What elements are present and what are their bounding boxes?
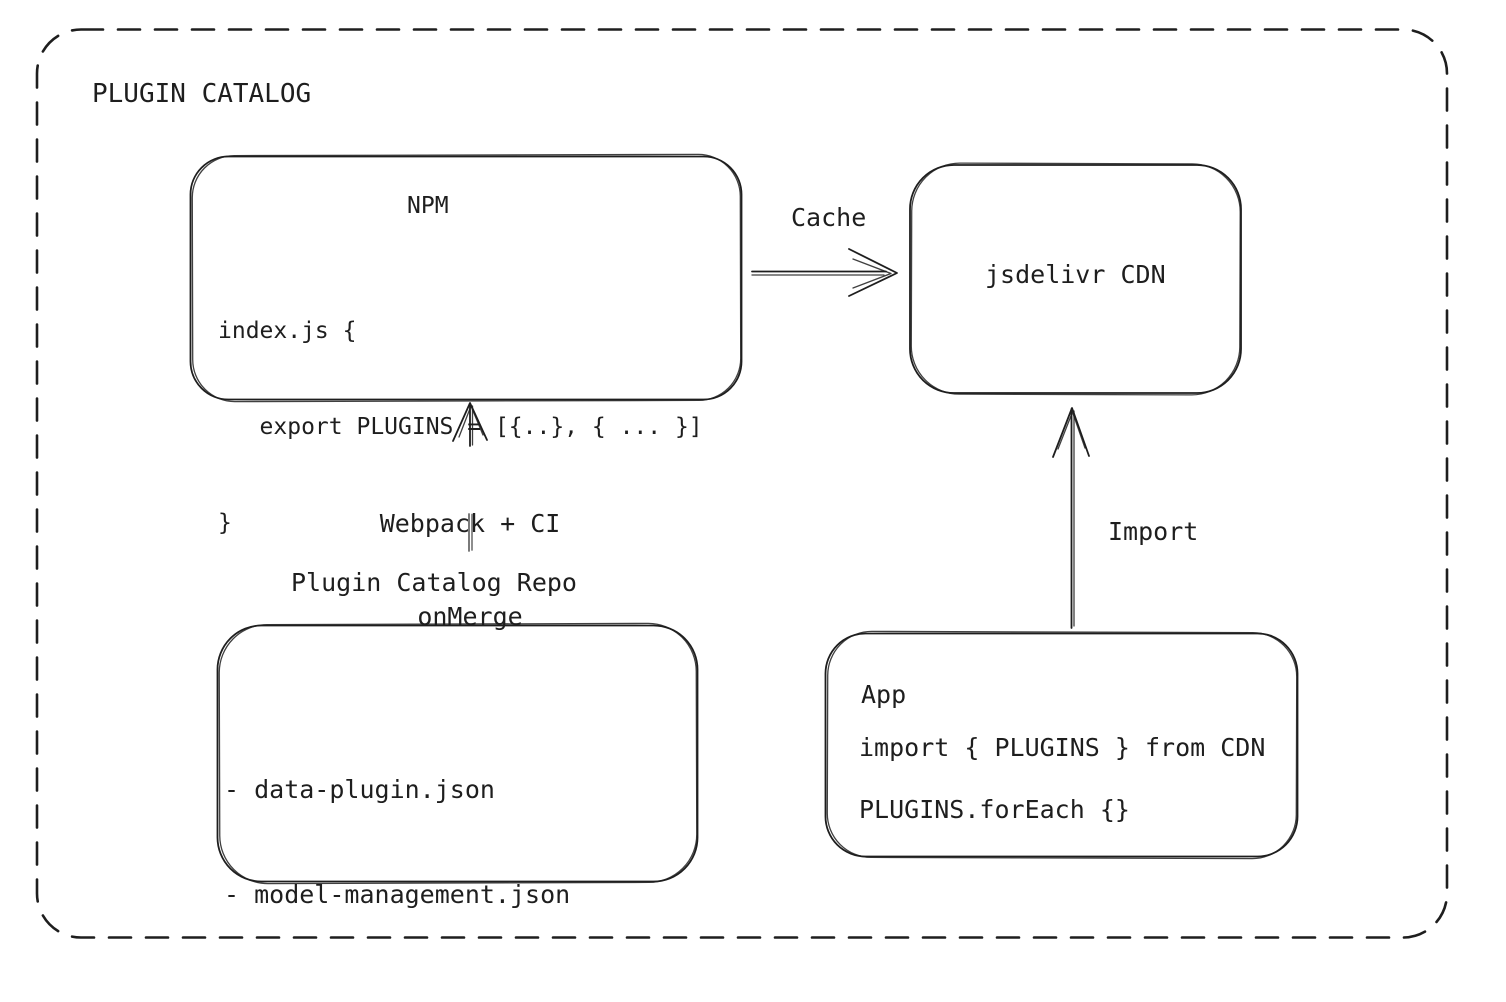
app-box [824, 630, 1299, 860]
build-arrow-label-line1: Webpack + CI [379, 509, 561, 538]
npm-code-line: } [218, 510, 232, 536]
repo-file-item: - data-plugin.json [224, 775, 495, 804]
npm-code-line: export PLUGINS = [{..}, { ... }] [218, 414, 703, 440]
app-box-title: App [861, 680, 907, 709]
cache-arrow [751, 248, 898, 297]
npm-code-block: index.js { export PLUGINS = [{..}, { ...… [218, 251, 703, 603]
app-code-line: import { PLUGINS } from CDN [859, 733, 1266, 762]
cache-arrow-label: Cache [791, 203, 867, 232]
repo-file-list: - data-plugin.json - model-management.js… [224, 702, 570, 1002]
repo-file-item: - model-management.json [224, 880, 571, 909]
build-arrow [452, 402, 488, 552]
cdn-box-label: jsdelivr CDN [985, 260, 1166, 289]
import-arrow-label: Import [1108, 517, 1199, 546]
npm-code-line: index.js { [218, 318, 357, 344]
repo-box-label: Plugin Catalog Repo [291, 568, 577, 597]
repo-file-item: ... [224, 985, 270, 1002]
build-arrow-label: Webpack + CI onMerge [370, 446, 570, 694]
repo-box [216, 622, 699, 885]
plugin-catalog-boundary [35, 28, 1449, 939]
cdn-box [909, 162, 1242, 396]
npm-box-title: NPM [407, 193, 449, 219]
import-arrow [1052, 407, 1090, 629]
diagram-title: PLUGIN CATALOG [92, 79, 312, 109]
build-arrow-label-line2: onMerge [417, 602, 523, 631]
app-code-line: PLUGINS.forEach {} [859, 795, 1130, 824]
npm-box [189, 153, 743, 403]
